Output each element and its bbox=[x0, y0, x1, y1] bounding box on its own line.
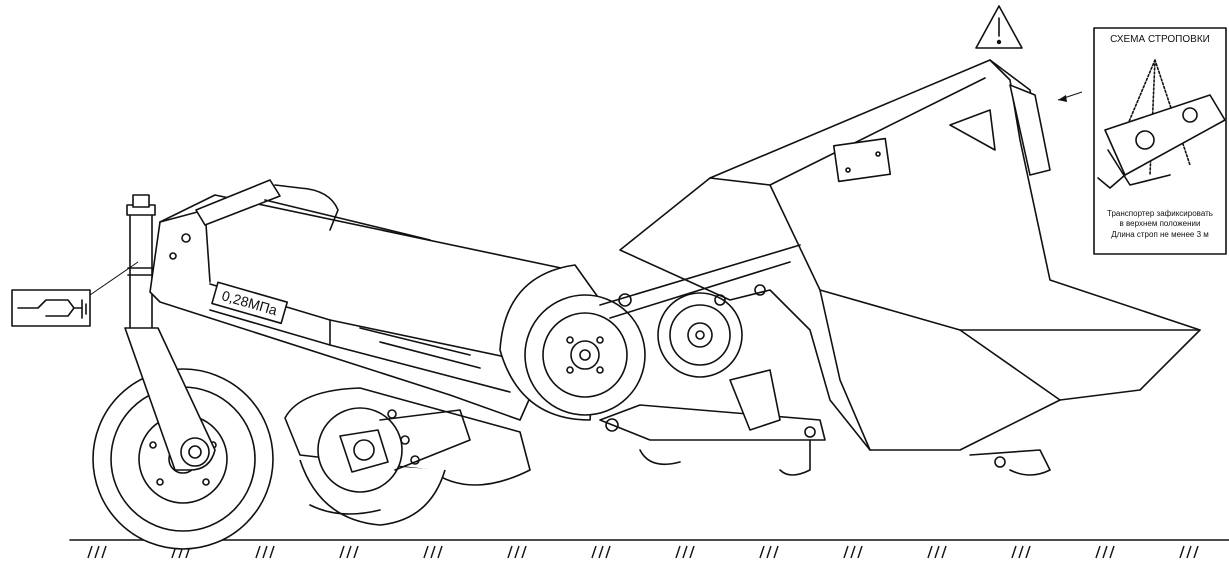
sling-note-line2: в верхнем положении bbox=[1120, 219, 1201, 228]
conveyor-hood bbox=[619, 59, 1201, 451]
ground-hatch bbox=[675, 545, 681, 559]
ground-hatch bbox=[941, 545, 947, 559]
ground-hatch bbox=[773, 545, 779, 559]
ground-hatch bbox=[514, 545, 520, 559]
ground-hatch bbox=[591, 545, 597, 559]
main-frame bbox=[149, 179, 586, 421]
ground-hatch bbox=[430, 545, 436, 559]
ground-hatch bbox=[437, 545, 443, 559]
ground-hatch bbox=[598, 545, 604, 559]
sling-scheme-title: СХЕМА СТРОПОВКИ bbox=[1110, 34, 1210, 45]
ground-hatch bbox=[1102, 545, 1108, 559]
grease-point-icon bbox=[11, 261, 139, 327]
ground-hatch bbox=[346, 545, 352, 559]
ground-hatch bbox=[1018, 545, 1024, 559]
ground-hatch bbox=[353, 545, 359, 559]
ground-hatch bbox=[101, 545, 107, 559]
ground-hatch bbox=[269, 545, 275, 559]
ground-hatch bbox=[1179, 545, 1185, 559]
warning-triangle-icon bbox=[975, 5, 1023, 49]
ground-hatch bbox=[507, 545, 513, 559]
ground-hatch bbox=[843, 545, 849, 559]
ground-hatch bbox=[87, 545, 93, 559]
ground-hatch bbox=[1095, 545, 1101, 559]
ground-hatch bbox=[689, 545, 695, 559]
sling-note-line1: Транспортер зафиксировать bbox=[1107, 209, 1213, 218]
rear-drum bbox=[284, 387, 531, 526]
lower-linkage bbox=[599, 369, 1051, 476]
ground-hatch bbox=[766, 545, 772, 559]
ground-hatch bbox=[339, 545, 345, 559]
sling-scheme-panel: СХЕМА СТРОПОВКИ Транспортер зафиксироват… bbox=[1093, 27, 1227, 255]
ground-hatch bbox=[934, 545, 940, 559]
pointer-arrow bbox=[1057, 91, 1083, 102]
drive-pulleys bbox=[499, 244, 801, 421]
ground-hatch bbox=[1109, 545, 1115, 559]
ground-hatch bbox=[262, 545, 268, 559]
ground bbox=[69, 539, 1229, 559]
sling-note-line3: Длина строп не менее 3 м bbox=[1111, 230, 1209, 239]
ground-hatch bbox=[759, 545, 765, 559]
ground-hatch bbox=[94, 545, 100, 559]
ground-hatch bbox=[1011, 545, 1017, 559]
ground-hatch bbox=[682, 545, 688, 559]
ground-hatch bbox=[850, 545, 856, 559]
ground-hatch bbox=[1186, 545, 1192, 559]
sling-scheme-drawing bbox=[1097, 59, 1226, 189]
ground-hatch bbox=[255, 545, 261, 559]
ground-hatch bbox=[857, 545, 863, 559]
ground-hatch bbox=[605, 545, 611, 559]
ground-hatch bbox=[927, 545, 933, 559]
ground-hatch bbox=[1025, 545, 1031, 559]
ground-hatch bbox=[423, 545, 429, 559]
ground-hatch bbox=[1193, 545, 1199, 559]
wheel-column bbox=[124, 194, 216, 471]
ground-hatch bbox=[521, 545, 527, 559]
